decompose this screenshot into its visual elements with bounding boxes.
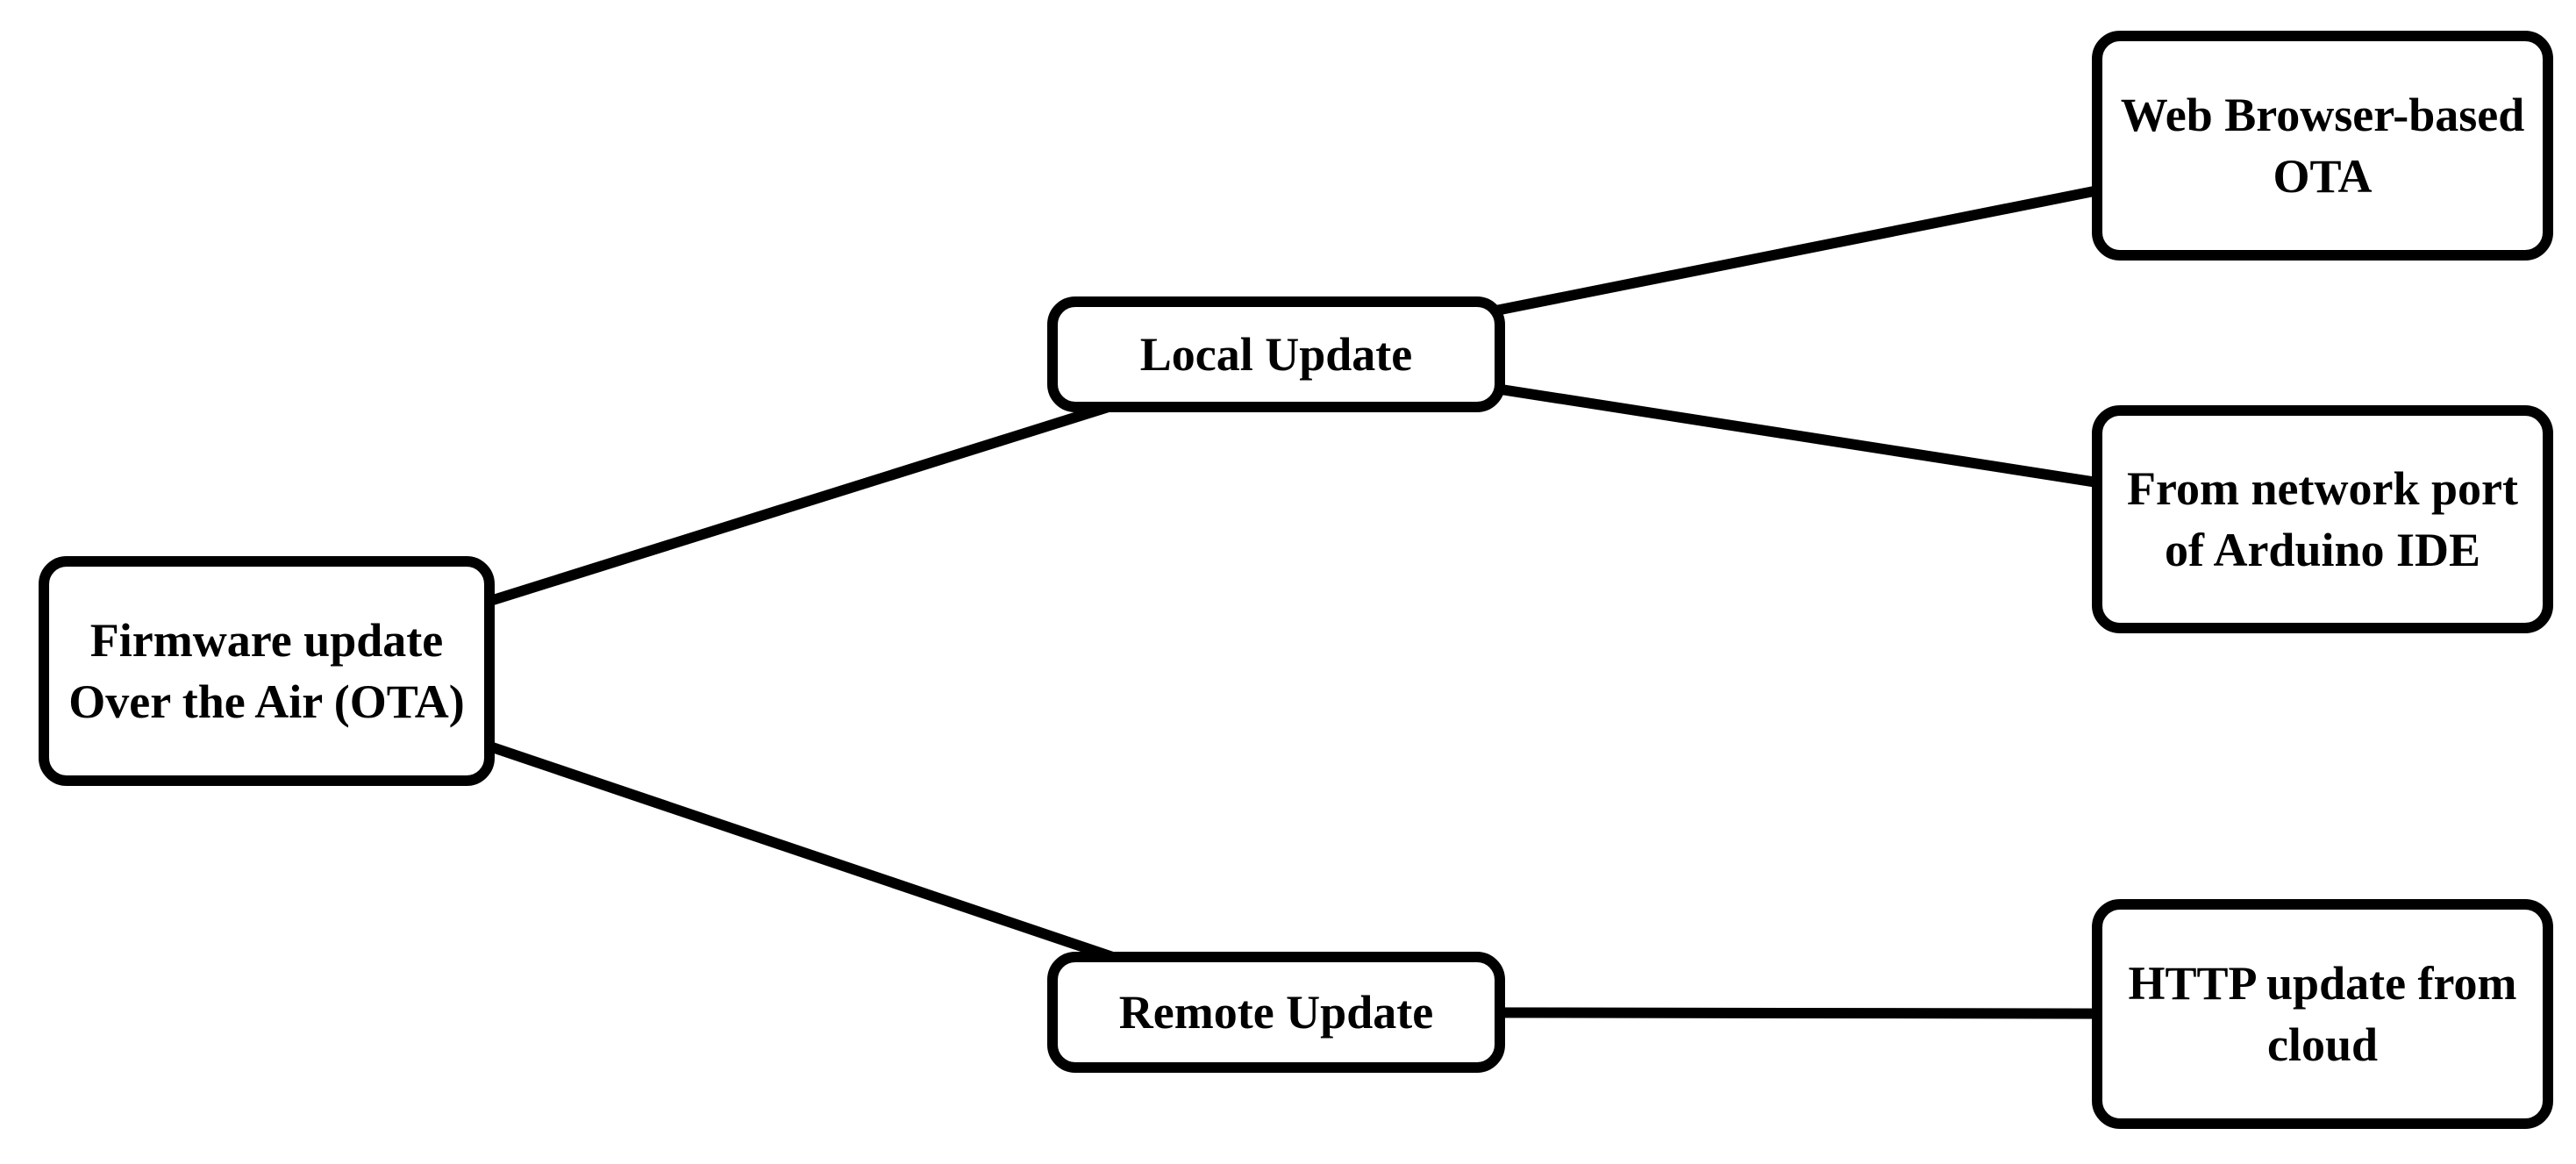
node-web-browser-based-ota-label: Web Browser-based OTA: [2120, 88, 2525, 203]
node-local-update-label: Local Update: [1139, 327, 1413, 381]
node-http-update-from-cloud: HTTP update from cloud: [2092, 899, 2553, 1129]
node-remote-update: Remote Update: [1047, 952, 1505, 1073]
node-firmware-update-ota-label: Firmware update Over the Air (OTA): [68, 613, 465, 728]
node-web-browser-based-ota: Web Browser-based OTA: [2092, 31, 2553, 261]
node-local-update: Local Update: [1047, 296, 1505, 412]
node-network-port-arduino-ide-label: From network port of Arduino IDE: [2127, 461, 2518, 576]
node-network-port-arduino-ide: From network port of Arduino IDE: [2092, 405, 2553, 633]
node-firmware-update-ota: Firmware update Over the Air (OTA): [39, 556, 495, 786]
node-remote-update-label: Remote Update: [1118, 985, 1434, 1039]
node-http-update-from-cloud-label: HTTP update from cloud: [2128, 956, 2517, 1071]
